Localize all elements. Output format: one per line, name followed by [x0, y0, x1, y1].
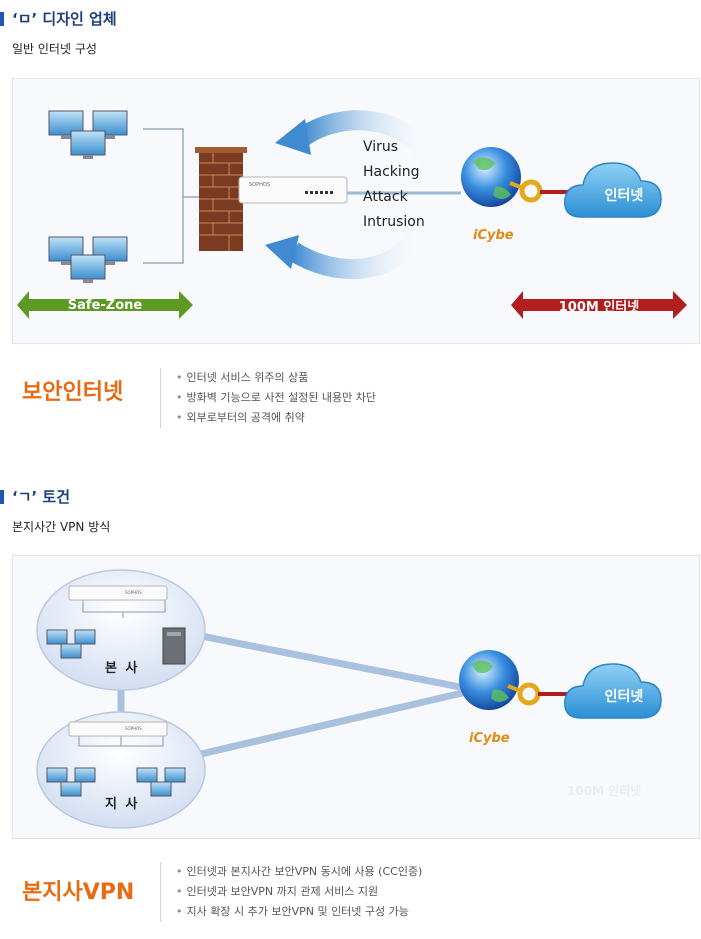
feature-item: 방화벽 기능으로 사전 설정된 내용만 차단 [176, 388, 377, 408]
feature-item: 인터넷과 본지사간 보안VPN 동시에 사용 (CC인증) [176, 862, 423, 882]
feature-item: 인터넷과 보안VPN 까지 관제 서비스 지원 [176, 882, 422, 902]
section1-title: ‘ㅁ’ 디자인 업체 [0, 8, 117, 29]
internet-cloud [564, 162, 662, 218]
title-bullet-bar [0, 489, 4, 504]
feature-item: 지사 확장 시 추가 보안VPN 및 인터넷 구성 가능 [176, 902, 422, 922]
divider [160, 862, 161, 922]
workstation-group-top [48, 110, 128, 159]
threat-swirl-arrows [265, 110, 443, 279]
svg-text:SOPHOS: SOPHOS [125, 590, 142, 595]
device-brand-text: SOPHOS [249, 182, 270, 188]
branch-site: SOPHOS [36, 711, 206, 829]
lan-bracket-line [143, 128, 203, 264]
section2-subtitle: 본지사간 VPN 방식 [12, 520, 111, 534]
internet-cloud [564, 663, 662, 719]
hq-label: 본 사 [105, 661, 140, 676]
section2-title-text: ‘ㄱ’ 토건 [12, 488, 71, 506]
vpn-link-hq [200, 632, 476, 694]
section2-title: ‘ㄱ’ 토건 [0, 486, 70, 507]
internet-line-arrow [511, 291, 687, 319]
svg-text:SOPHOS: SOPHOS [125, 726, 142, 731]
divider [160, 368, 161, 428]
feature-item: 인터넷 서비스 위주의 상품 [176, 368, 376, 388]
section1-description: 보안인터넷 인터넷 서비스 위주의 상품 방화벽 기능으로 사전 설정된 내용만… [0, 368, 701, 438]
utm-device: SOPHOS [238, 176, 348, 204]
section1-diagram-panel: SOPHOS iCybe [12, 78, 700, 344]
hq-site: SOPHOS [36, 569, 206, 691]
threat-label-intrusion: Intrusion [363, 214, 425, 230]
section1-title-text: ‘ㅁ’ 디자인 업체 [12, 10, 117, 28]
feature-list: 인터넷 서비스 위주의 상품 방화벽 기능으로 사전 설정된 내용만 차단 외부… [176, 368, 377, 428]
threat-label-virus: Virus [363, 139, 399, 155]
threat-label-hacking: Hacking [363, 164, 420, 180]
cloud-label: 인터넷 [604, 689, 644, 705]
cloud-label: 인터넷 [604, 188, 644, 204]
product-name-security-internet: 보안인터넷 [22, 380, 124, 405]
icybe-logo-text: iCybe [469, 731, 510, 746]
icybe-logo-text: iCybe [473, 228, 514, 243]
feature-item: 외부로부터의 공격에 취약 [176, 408, 376, 428]
isp-globe-icon: iCybe [459, 650, 541, 746]
server-icon [162, 627, 186, 665]
section2-diagram-panel: SOPHOS SOPHOS iCybe [12, 555, 700, 839]
workstation-group-bottom [48, 236, 128, 283]
section1-subtitle: 일반 인터넷 구성 [12, 42, 97, 56]
internet-line-label-faded: 100M 인터넷 [567, 784, 642, 798]
internet-line-label: 100M 인터넷 [558, 299, 640, 315]
safe-zone-label: Safe-Zone [67, 297, 143, 313]
section2-diagram: SOPHOS SOPHOS iCybe [36, 569, 662, 829]
threat-label-attack: Attack [363, 189, 408, 205]
section2-description: 본지사VPN 인터넷과 본지사간 보안VPN 동시에 사용 (CC인증) 인터넷… [0, 862, 701, 932]
feature-list: 인터넷과 본지사간 보안VPN 동시에 사용 (CC인증) 인터넷과 보안VPN… [176, 862, 423, 922]
firewall-brick-wall [195, 147, 247, 251]
vpn-link-branch [200, 686, 476, 758]
branch-label: 지 사 [105, 797, 140, 812]
product-name-vpn: 본지사VPN [22, 880, 135, 905]
section1-diagram: SOPHOS iCybe [17, 110, 687, 319]
safe-zone-arrow [17, 291, 193, 319]
title-bullet-bar [0, 11, 4, 26]
isp-globe-icon: iCybe [461, 147, 543, 243]
